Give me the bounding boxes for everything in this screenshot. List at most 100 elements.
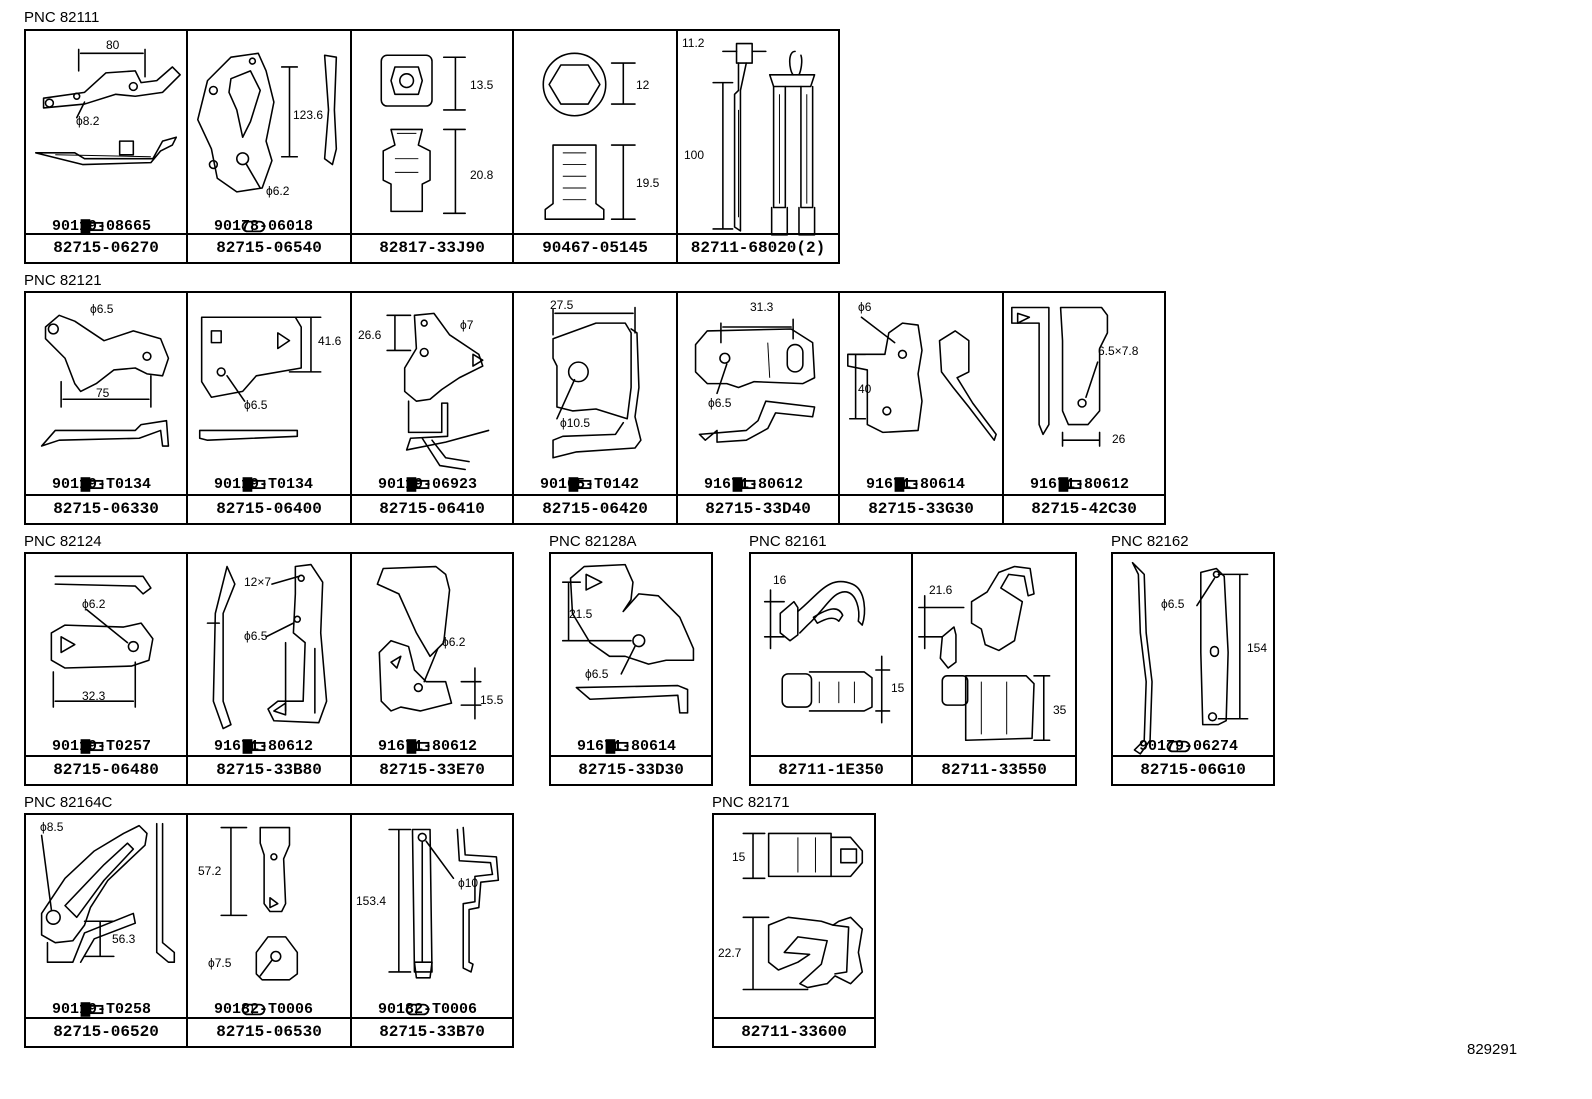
part-cell-82715-33D40[interactable]: 31.3 ϕ6.5 91671-80612 82715-33D40: [676, 291, 840, 525]
fastener-label: 90179-06274: [1119, 738, 1238, 755]
bolt-icon: [32, 218, 104, 234]
part-cell-82817-33J90[interactable]: 13.5 20.8 82817-33J90: [350, 29, 514, 264]
part-number[interactable]: 82715-33E70: [352, 755, 512, 784]
part-drawing: [206, 563, 328, 730]
part-cell-82715-33D30[interactable]: 21.5 ϕ6.5 91671-80614 82715-33D30: [549, 552, 713, 786]
dimension-label: 13.5: [470, 78, 494, 92]
part-drawing: [386, 312, 490, 471]
group-label-82124: PNC 82124: [24, 533, 102, 550]
part-cell-82715-06530[interactable]: 57.2 ϕ7.5 90182-T0006 82715-06530: [186, 813, 352, 1048]
part-drawing: [847, 316, 997, 441]
part-number[interactable]: 82715-06520: [26, 1017, 186, 1046]
part-cell-82715-06410[interactable]: 26.6 ϕ7 90119-06923 82715-06410: [350, 291, 514, 525]
dimension-label: ϕ7: [460, 318, 474, 332]
part-drawing: [742, 832, 864, 991]
dimension-label: ϕ6.5: [1161, 597, 1185, 611]
dimension-label: ϕ10.5: [560, 416, 591, 430]
bolt-icon: [846, 476, 918, 492]
part-drawing: [763, 580, 891, 724]
part-number[interactable]: 82715-33G30: [840, 494, 1002, 523]
part-number[interactable]: 90467-05145: [514, 233, 676, 262]
dimension-label: 31.3: [750, 300, 774, 314]
dimension-label: ϕ6.2: [266, 184, 290, 198]
part-cell-90467-05145[interactable]: 12 19.5 90467-05145: [512, 29, 678, 264]
dimension-label: 26: [1112, 432, 1126, 446]
part-cell-82715-33B70[interactable]: 153.4 ϕ10 90182-T0006 82715-33B70: [350, 813, 514, 1048]
part-cell-82715-06520[interactable]: ϕ8.5 56.3 90119-T0258 82715-06520: [24, 813, 188, 1048]
part-drawing: [388, 826, 500, 979]
fastener-label: 90119-08665: [32, 218, 151, 235]
part-number[interactable]: 82715-33B70: [352, 1017, 512, 1046]
part-cell-82715-33G30[interactable]: ϕ6 40 91671-80614 82715-33G30: [838, 291, 1004, 525]
part-number[interactable]: 82715-06540: [188, 233, 350, 262]
part-cell-82715-06270[interactable]: 80 ϕ8.2 90119-08665 82715-06270: [24, 29, 188, 264]
part-number[interactable]: 82715-42C30: [1004, 494, 1164, 523]
dimension-label: 32.3: [82, 689, 106, 703]
fastener-label: 91671-80612: [684, 476, 803, 493]
dimension-label: 27.5: [550, 298, 574, 312]
part-cell-82711-1E350[interactable]: 16 15 82711-1E350: [749, 552, 913, 786]
part-number[interactable]: 82715-06420: [514, 494, 676, 523]
group-label-82171: PNC 82171: [712, 794, 790, 811]
part-number[interactable]: 82711-1E350: [751, 755, 911, 784]
part-drawing: [1011, 306, 1109, 447]
dimension-label: ϕ6.2: [442, 635, 466, 649]
part-drawing: [34, 48, 181, 166]
part-number[interactable]: 82817-33J90: [352, 233, 512, 262]
part-number[interactable]: 82715-33D40: [678, 494, 838, 523]
part-cell-82715-06330[interactable]: ϕ6.5 75 90119-T0134 82715-06330: [24, 291, 188, 525]
dimension-label: ϕ10: [458, 876, 479, 890]
part-drawing: [40, 314, 170, 447]
part-cell-82715-06480[interactable]: ϕ6.2 32.3 90119-T0257 82715-06480: [24, 552, 188, 786]
dimension-label: 41.6: [318, 334, 342, 348]
part-number[interactable]: 82711-68020(2): [678, 233, 838, 262]
part-number[interactable]: 82715-06330: [26, 494, 186, 523]
part-cell-82715-06400[interactable]: 41.6 ϕ6.5 90119-T0134 82715-06400: [186, 291, 352, 525]
clip-icon: [194, 1001, 266, 1016]
dimension-label: ϕ6.5: [244, 629, 268, 643]
dimension-label: 22.7: [718, 946, 742, 960]
fastener-label: 90182-T0006: [358, 1001, 477, 1018]
group-label-82164C: PNC 82164C: [24, 794, 113, 811]
part-cell-82715-06G10[interactable]: ϕ6.5 154 90179-06274 82715-06G10: [1111, 552, 1275, 786]
dimension-label: 15: [891, 681, 905, 695]
part-drawing: [380, 54, 466, 215]
dimension-label: 56.3: [112, 932, 136, 946]
part-number[interactable]: 82711-33600: [714, 1017, 874, 1046]
dimension-label: 11.2: [682, 36, 705, 50]
part-drawing: [198, 316, 322, 441]
part-cell-82715-42C30[interactable]: 6.5×7.8 26 91671-80612 82715-42C30: [1002, 291, 1166, 525]
part-drawing: [694, 318, 816, 443]
fastener-label: 90182-T0006: [194, 1001, 313, 1018]
part-number[interactable]: 82715-06480: [26, 755, 186, 784]
part-number[interactable]: 82715-06G10: [1113, 755, 1273, 784]
fastener-label: 91671-80612: [194, 738, 313, 755]
part-number[interactable]: 82715-06400: [188, 494, 350, 523]
part-cell-82715-06420[interactable]: 27.5 ϕ10.5 90105-T0142 82715-06420: [512, 291, 678, 525]
dimension-label: 80: [106, 38, 120, 52]
dimension-label: 154: [1247, 641, 1268, 655]
part-cell-82715-33E70[interactable]: ϕ6.2 15.5 91671-80612 82715-33E70: [350, 552, 514, 786]
part-cell-82715-33B80[interactable]: 12×7 ϕ6.5 91671-80612 82715-33B80: [186, 552, 352, 786]
part-cell-82715-06540[interactable]: 123.6 ϕ6.2 90178-06018 82715-06540: [186, 29, 352, 264]
part-cell-82711-68020[interactable]: 11.2 100 82711-68020(2): [676, 29, 840, 264]
part-number[interactable]: 82711-33550: [913, 755, 1075, 784]
dimension-label: 35: [1053, 703, 1067, 717]
part-drawing: [50, 575, 154, 708]
fastener-label: 91671-80614: [846, 476, 965, 493]
part-drawing: [552, 306, 642, 459]
part-drawing: [561, 563, 695, 714]
part-number[interactable]: 82715-33D30: [551, 755, 711, 784]
part-number[interactable]: 82715-33B80: [188, 755, 350, 784]
clip-icon: [1119, 738, 1191, 753]
clip-icon: [194, 218, 266, 233]
part-number[interactable]: 82715-06530: [188, 1017, 350, 1046]
part-cell-82711-33600[interactable]: 15 22.7 82711-33600: [712, 813, 876, 1048]
part-cell-82711-33550[interactable]: 21.6 35 82711-33550: [911, 552, 1077, 786]
bolt-icon: [32, 476, 104, 492]
fastener-label: 90178-06018: [194, 218, 313, 235]
part-number[interactable]: 82715-06410: [352, 494, 512, 523]
dimension-label: 40: [858, 382, 872, 396]
part-number[interactable]: 82715-06270: [26, 233, 186, 262]
dimension-label: 153.4: [356, 894, 387, 908]
